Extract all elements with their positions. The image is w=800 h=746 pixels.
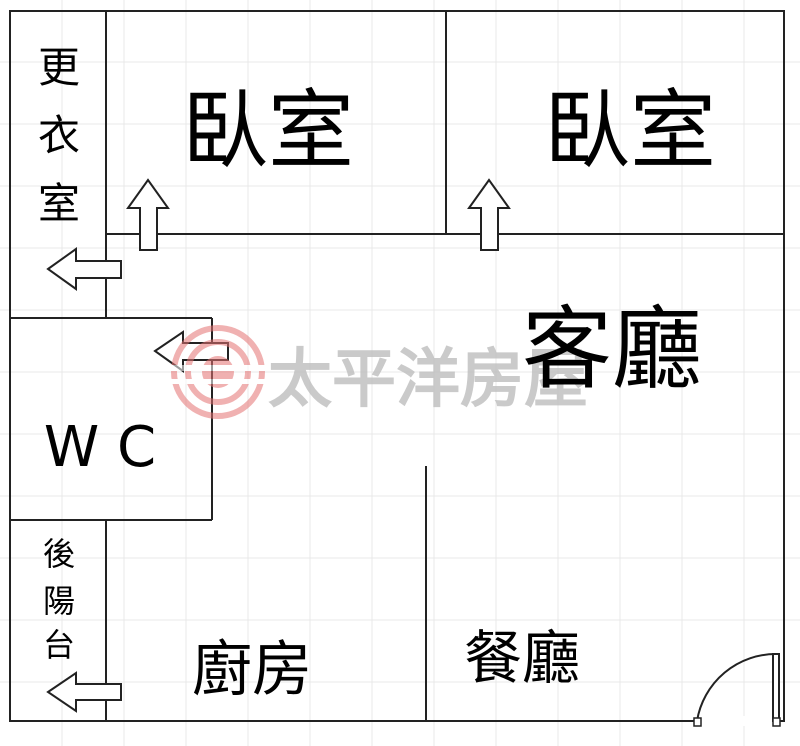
balcony-label-2: 陽 xyxy=(43,582,75,620)
arrow-up-icon xyxy=(126,178,170,251)
wc-label: W C xyxy=(44,415,156,480)
arrow-up-icon xyxy=(467,178,511,251)
living-room-label: 客廳 xyxy=(522,297,702,402)
entrance-door xyxy=(693,652,781,727)
balcony-label-3: 台 xyxy=(43,626,75,664)
bedroom-2-label: 臥室 xyxy=(544,81,716,181)
bedroom-1-label: 臥室 xyxy=(182,81,354,181)
arrow-left-icon xyxy=(46,247,122,291)
balcony-label-1: 後 xyxy=(43,535,75,573)
arrow-left-icon xyxy=(46,671,122,713)
watermark-text: 太平洋房屋 xyxy=(268,342,588,417)
watermark-logo xyxy=(170,325,266,419)
dining-room-label: 餐廳 xyxy=(464,624,580,692)
closet-label-3: 室 xyxy=(38,179,80,228)
closet-label-2: 衣 xyxy=(38,111,80,160)
closet-label-1: 更 xyxy=(38,43,80,92)
kitchen-label: 廚房 xyxy=(192,635,312,705)
